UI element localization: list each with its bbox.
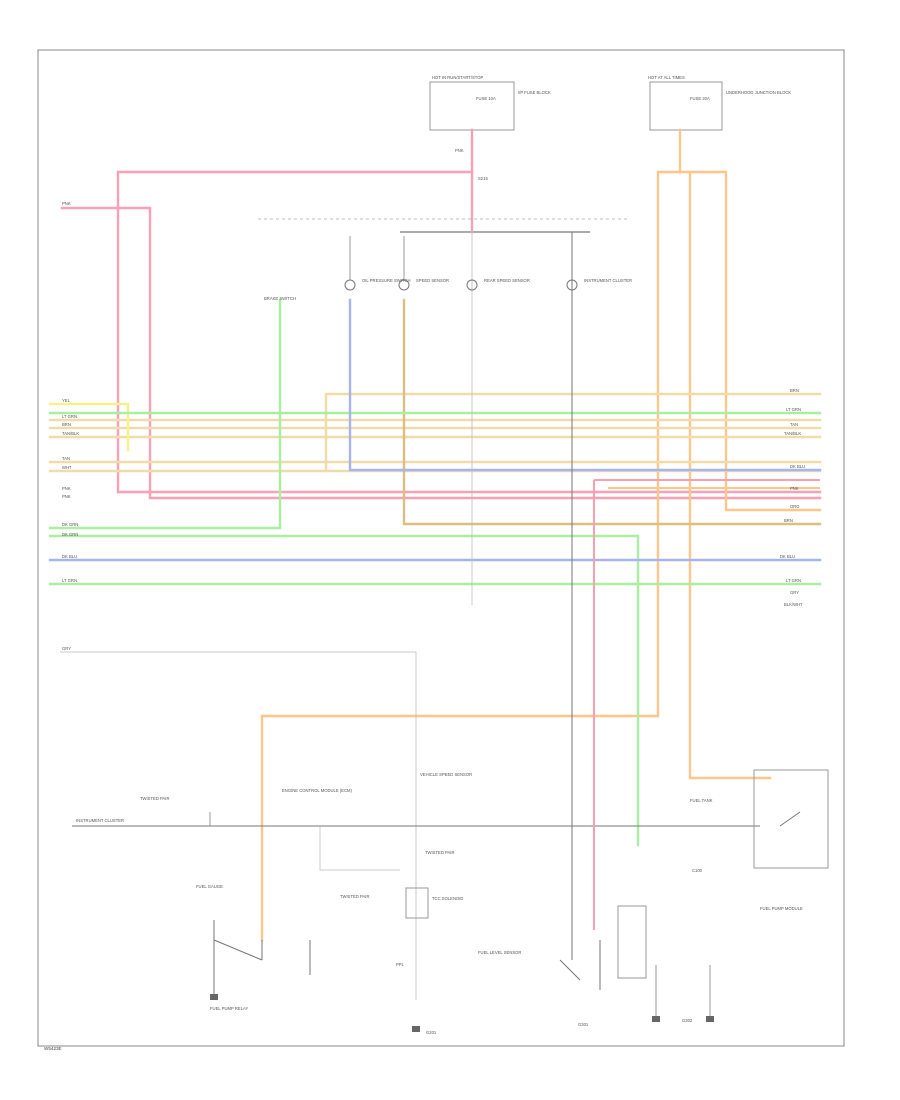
wires-pink bbox=[60, 128, 822, 500]
r-label-10: LT GRN bbox=[786, 578, 801, 583]
r-label-12: BLK/WHT bbox=[784, 602, 803, 607]
fuse-right-header: HOT AT ALL TIMES bbox=[648, 75, 685, 80]
l-label-5: TAN bbox=[62, 456, 70, 461]
l-label-1: YEL bbox=[62, 398, 71, 403]
label-vss: VEHICLE SPEED SENSOR bbox=[420, 772, 472, 777]
l-label-4: TAN/BLK bbox=[62, 431, 79, 436]
left-wire-labels: YEL LT GRN BRN TAN/BLK TAN WHT PNK PNK D… bbox=[62, 398, 79, 651]
label-pnk-top: PNK bbox=[455, 148, 464, 153]
ground-mid bbox=[412, 1026, 420, 1032]
label-splice: S215 bbox=[478, 176, 488, 181]
sensors-row: OIL PRESSURE SWITCH SPEED SENSOR REAR SP… bbox=[264, 236, 632, 301]
label-oil: OIL PRESSURE SWITCH bbox=[362, 278, 410, 283]
label-fuel-level: FUEL LEVEL SENSOR bbox=[478, 950, 521, 955]
l-label-11: DK BLU bbox=[62, 554, 77, 559]
r-label-8: BRN bbox=[784, 518, 793, 523]
wire-brn-right bbox=[593, 479, 820, 930]
label-ground-mid: G201 bbox=[426, 1030, 437, 1035]
l-label-7: PNK bbox=[62, 486, 71, 491]
r-label-11: GRY bbox=[790, 590, 799, 595]
label-cluster-bottom: INSTRUMENT CLUSTER bbox=[76, 818, 124, 823]
fuse-box-left: HOT IN RUN/START/STOP FUSE 10A I/P FUSE … bbox=[429, 75, 551, 131]
label-tcc: TCC SOLENOID bbox=[432, 896, 463, 901]
r-label-1: BRN bbox=[790, 388, 799, 393]
label-ground-r2: G302 bbox=[682, 1018, 693, 1023]
right-wire-labels: BRN LT GRN TAN TAN/BLK DK BLU PNK ORG BR… bbox=[780, 388, 805, 607]
wires-brown bbox=[402, 298, 822, 526]
wires-orange bbox=[260, 128, 822, 942]
label-ppl: PPL bbox=[396, 962, 405, 967]
label-ecm-left: ENGINE CONTROL MODULE (ECM) bbox=[282, 788, 352, 793]
diagram-frame bbox=[37, 49, 845, 1047]
ground-right-1 bbox=[652, 1016, 660, 1022]
l-label-2: LT GRN bbox=[62, 414, 77, 419]
ground-right-2 bbox=[706, 1016, 714, 1022]
label-speed: SPEED SENSOR bbox=[416, 278, 449, 283]
label-connector: C100 bbox=[692, 868, 703, 873]
r-label-9: DK BLU bbox=[780, 554, 795, 559]
lower-components: TWISTED PAIR INSTRUMENT CLUSTER ENGINE C… bbox=[76, 769, 829, 1035]
label-fuel-gauge: FUEL GAUGE bbox=[196, 884, 223, 889]
l-label-8: PNK bbox=[62, 494, 71, 499]
r-label-6: PNK bbox=[790, 486, 799, 491]
footer-code: W5423E bbox=[44, 1046, 62, 1051]
l-label-3: BRN bbox=[62, 422, 71, 427]
fuse-left-note: I/P FUSE BLOCK bbox=[518, 90, 551, 95]
label-cluster: INSTRUMENT CLUSTER bbox=[584, 278, 632, 283]
label-brake: BRAKE SWITCH bbox=[264, 296, 296, 301]
label-rear-speed: REAR SPEED SENSOR bbox=[484, 278, 530, 283]
fuse-left-header: HOT IN RUN/START/STOP bbox=[432, 75, 484, 80]
wires-green bbox=[48, 298, 822, 847]
fuse-box-right: HOT AT ALL TIMES FUSE 20A UNDERHOOD JUNC… bbox=[648, 75, 791, 131]
r-label-2: LT GRN bbox=[786, 407, 801, 412]
wires-tan bbox=[48, 392, 822, 473]
label-pnk-left: PNK bbox=[62, 201, 71, 206]
ground-left bbox=[210, 994, 218, 1000]
label-module-left: FUEL PUMP RELAY bbox=[210, 1006, 249, 1011]
l-label-12: LT GRN bbox=[62, 578, 77, 583]
l-label-6: WHT bbox=[62, 465, 72, 470]
wires-blue bbox=[48, 298, 822, 562]
label-twisted-3: TWISTED PAIR bbox=[340, 894, 369, 899]
r-label-5: DK BLU bbox=[790, 464, 805, 469]
label-twisted-2: TWISTED PAIR bbox=[425, 850, 454, 855]
r-label-7: ORG bbox=[790, 504, 800, 509]
wire-yellow bbox=[48, 402, 130, 452]
r-label-4: TAN/BLK bbox=[784, 431, 801, 436]
label-ground-r1: G301 bbox=[578, 1022, 589, 1027]
r-label-3: TAN bbox=[790, 422, 798, 427]
label-module-right: FUEL PUMP MODULE bbox=[760, 906, 803, 911]
l-label-10: DK GRN bbox=[62, 532, 78, 537]
l-label-13: GRY bbox=[62, 646, 71, 651]
label-fuel-tank: FUEL TANK bbox=[690, 798, 713, 803]
wire-gray-ecm bbox=[60, 651, 417, 1000]
label-twisted: TWISTED PAIR bbox=[140, 796, 169, 801]
fuse-left-fuse: FUSE 10A bbox=[476, 96, 496, 101]
fuse-right-note: UNDERHOOD JUNCTION BLOCK bbox=[726, 90, 791, 95]
l-label-9: DK GRN bbox=[62, 522, 78, 527]
fuse-right-fuse: FUSE 20A bbox=[690, 96, 710, 101]
